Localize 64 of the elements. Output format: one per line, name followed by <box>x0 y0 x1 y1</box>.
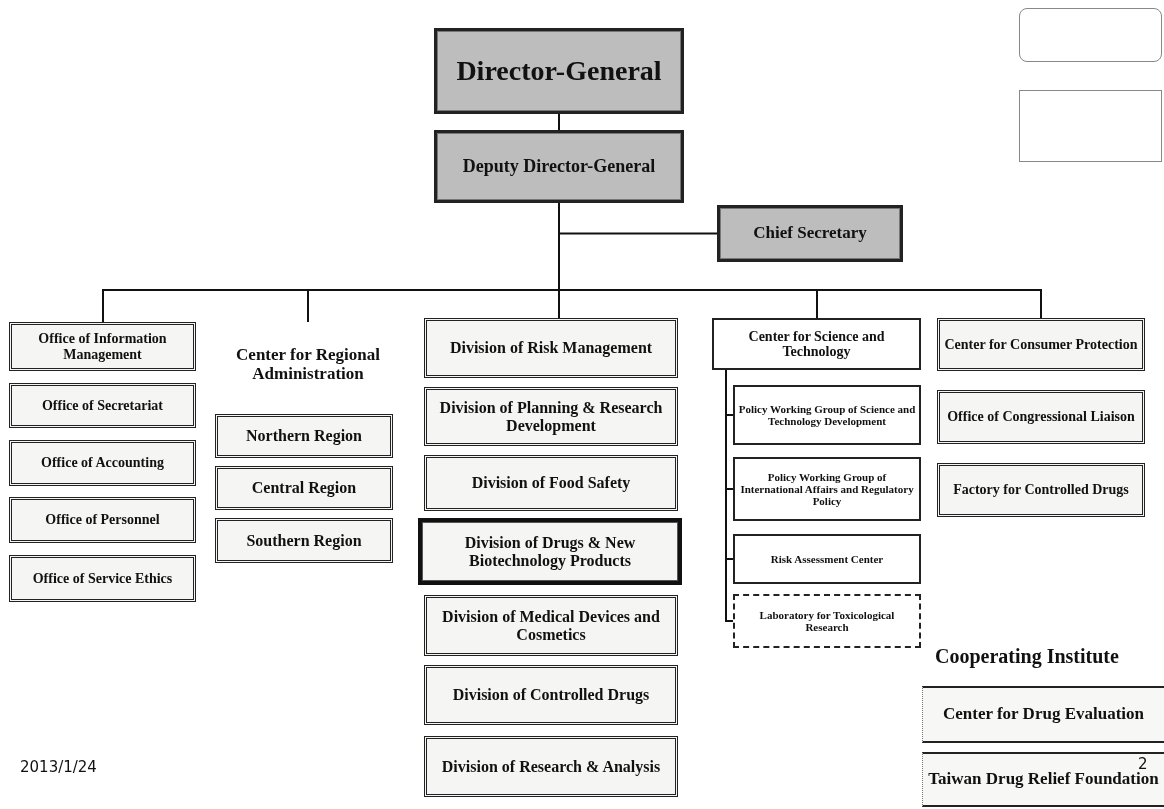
box-label: Division of Drugs & New Biotechnology Products <box>463 533 637 570</box>
box-label: Policy Working Group of Science and Technology Development <box>738 402 916 428</box>
institute-box <box>922 752 1164 807</box>
box-label: Office of Information Management <box>37 331 168 362</box>
org-box <box>717 205 903 262</box>
org-box <box>424 736 678 797</box>
org-box <box>424 387 678 446</box>
box-label: Office of Congressional Liaison <box>947 409 1135 425</box>
institute-box <box>922 686 1164 743</box>
org-box <box>434 130 684 203</box>
connector-line <box>558 113 560 131</box>
section-heading: Cooperating Institute <box>935 645 1119 668</box>
org-box <box>9 383 196 428</box>
org-box <box>424 665 678 725</box>
org-box <box>434 28 684 114</box>
org-box <box>9 322 196 371</box>
box-label: Center for Science and Technology <box>747 328 886 360</box>
box-label: Southern Region <box>246 531 362 550</box>
org-box <box>937 390 1145 444</box>
org-box <box>9 555 196 602</box>
org-box <box>424 455 678 511</box>
box-label: Office of Personnel <box>45 512 160 528</box>
box-label: Division of Medical Devices and Cosmetics <box>441 607 661 644</box>
heading-text: Center for Regional Administration <box>230 322 386 408</box>
org-box <box>733 534 921 584</box>
box-label: Office of Accounting <box>41 455 164 471</box>
connector-line <box>725 369 734 622</box>
box-label: Northern Region <box>246 427 362 445</box>
box-label: Policy Working Group of International Affairs and Regulatory Policy <box>739 470 915 508</box>
date-text: 2013/1/24 <box>20 758 97 776</box>
rounded-empty-box <box>1019 8 1162 62</box>
org-box <box>215 518 393 563</box>
org-box <box>424 318 678 378</box>
org-box <box>9 440 196 486</box>
box-label: Chief Secretary <box>753 224 867 243</box>
org-box <box>937 318 1145 371</box>
highlighted-org-box <box>418 518 682 585</box>
box-label: Laboratory for Toxicological Research <box>758 608 896 634</box>
box-label: Division of Research & Analysis <box>441 757 661 776</box>
box-label: Factory for Controlled Drugs <box>953 482 1129 498</box>
empty-box <box>1019 90 1162 162</box>
org-box <box>424 595 678 656</box>
box-label: Division of Risk Management <box>449 339 653 357</box>
org-box <box>937 463 1145 517</box>
box-label: Risk Assessment Center <box>770 552 884 566</box>
box-label: Taiwan Drug Relief Foundation <box>928 770 1159 789</box>
page-number: 2 <box>1138 755 1148 773</box>
org-box <box>215 466 393 510</box>
box-label: Division of Controlled Drugs <box>452 686 650 704</box>
box-label: Office of Service Ethics <box>32 570 173 587</box>
box-label: Central Region <box>251 479 357 497</box>
org-box <box>733 457 921 521</box>
box-label: Division of Planning & Research Development <box>438 398 664 435</box>
org-box <box>733 385 921 445</box>
box-label: Office of Secretariat <box>42 397 163 414</box>
org-box <box>215 414 393 458</box>
box-label: Deputy Director-General <box>462 156 656 177</box>
box-label: Director-General <box>456 55 662 87</box>
box-label: Center for Drug Evaluation <box>943 705 1144 724</box>
box-label: Division of Food Safety <box>471 474 631 492</box>
org-box <box>9 497 196 543</box>
org-box <box>712 318 921 370</box>
box-label: Center for Consumer Protection <box>944 336 1138 353</box>
dashed-org-box <box>733 594 921 648</box>
